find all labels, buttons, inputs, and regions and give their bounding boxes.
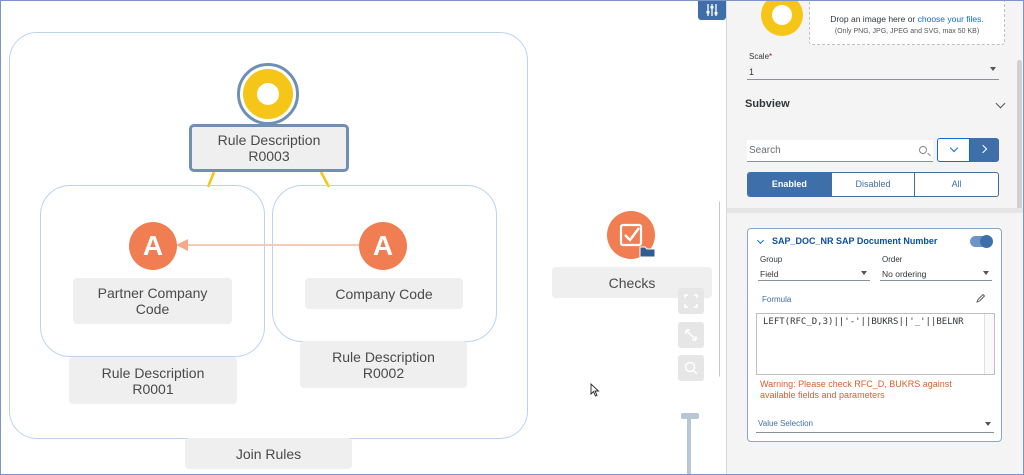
settings-sliders-icon: [706, 4, 718, 16]
zoom-slider-handle[interactable]: [681, 413, 699, 419]
order-select[interactable]: No ordering: [880, 267, 992, 281]
zoom-slider-track[interactable]: [687, 415, 691, 475]
partner-company-code-node[interactable]: A: [129, 222, 177, 270]
formula-label: Formula: [762, 295, 792, 304]
partner-label-line1: Partner Company: [97, 285, 208, 301]
formula-text: LEFT(RFC_D,3)||'-'||BUKRS||'_'||BELNR: [763, 317, 964, 327]
upload-hint: (Only PNG, JPG, JPEG and SVG, max 50 KB): [834, 28, 980, 35]
partner-label-line2: Code: [135, 301, 170, 317]
rule-r0001-id: R0001: [132, 380, 174, 397]
fit-to-screen-icon: [684, 294, 698, 308]
canvas-scrollbar[interactable]: [719, 200, 720, 378]
scale-value: 1: [749, 67, 755, 77]
rule-r0003-id: R0003: [248, 148, 290, 164]
caret-down-icon: [990, 67, 996, 71]
group-value: Field: [760, 269, 779, 279]
rule-r0003-label[interactable]: Rule Description R0003: [189, 124, 349, 172]
upload-prompt-text: Drop an image here or: [830, 14, 918, 24]
upload-prompt: Drop an image here or choose your files.: [810, 14, 1004, 24]
checks-node[interactable]: [607, 211, 656, 259]
scale-label-text: Scale: [749, 52, 770, 61]
search-icon[interactable]: [919, 146, 927, 154]
expand-button[interactable]: [678, 322, 704, 348]
order-label: Order: [882, 255, 903, 264]
scale-select[interactable]: 1: [747, 65, 999, 80]
panel-scrollbar[interactable]: [1017, 60, 1022, 210]
expand-icon: [685, 329, 697, 341]
upload-page-digit: 1: [902, 0, 908, 2]
scale-label: Scale*: [749, 52, 772, 61]
choose-files-link[interactable]: choose your files.: [917, 14, 984, 24]
checkmark-icon: [619, 223, 643, 247]
attribute-letter: A: [142, 230, 164, 261]
rule-r0002-label[interactable]: Rule Description R0002: [300, 341, 467, 388]
value-selection-select[interactable]: Value Selection: [756, 417, 994, 433]
caret-down-icon: [861, 271, 867, 275]
folder-icon: [639, 246, 656, 258]
value-selection-label: Value Selection: [758, 419, 813, 428]
company-code-node[interactable]: A: [359, 222, 407, 270]
caret-down-icon: [983, 271, 989, 275]
image-upload-dropzone[interactable]: 1 Drop an image here or choose your file…: [809, 0, 1005, 45]
section-divider: [727, 208, 1024, 213]
rule-r0001-label[interactable]: Rule Description R0001: [69, 357, 237, 404]
caret-down-icon: [985, 422, 991, 426]
attribute-letter: A: [372, 230, 394, 261]
donut-icon: [243, 69, 293, 119]
rule-r0002-id: R0002: [362, 364, 405, 381]
segment-enabled[interactable]: Enabled: [748, 173, 832, 196]
join-rules-label[interactable]: Join Rules: [185, 438, 352, 469]
mouse-cursor-icon: [590, 383, 600, 397]
fit-to-screen-button[interactable]: [678, 288, 704, 314]
company-label-text: Company Code: [335, 285, 433, 302]
checks-text: Checks: [608, 274, 656, 291]
order-value: No ordering: [882, 269, 927, 279]
zoom-in-button[interactable]: [678, 355, 704, 381]
zoom-in-icon: [684, 361, 698, 375]
rule-r0003-title: Rule Description: [217, 132, 321, 148]
next-button[interactable]: [970, 138, 999, 162]
properties-panel: 1 Drop an image here or choose your file…: [726, 0, 1024, 475]
group-label: Group: [760, 255, 783, 264]
settings-button[interactable]: [698, 0, 726, 20]
segment-disabled[interactable]: Disabled: [832, 173, 916, 196]
expand-chevron-icon[interactable]: [756, 236, 765, 245]
root-node[interactable]: [237, 63, 299, 125]
formula-warning: Warning: Please check RFC_D, BUKRS again…: [760, 379, 992, 401]
rule-canvas[interactable]: Rule Description R0003 A Partner Company…: [0, 0, 720, 475]
warning-line2: available fields and parameters: [760, 390, 885, 400]
pencil-icon[interactable]: [976, 293, 986, 303]
image-preview: [761, 0, 803, 36]
filter-dropdown-button[interactable]: [937, 138, 970, 162]
segment-all[interactable]: All: [951, 179, 962, 189]
rule-r0002-title: Rule Description: [332, 348, 435, 365]
subview-title: Subview: [745, 98, 790, 110]
company-code-label[interactable]: Company Code: [305, 278, 463, 309]
subview-item-title: SAP_DOC_NR SAP Document Number: [772, 236, 938, 246]
rule-r0001-title: Rule Description: [101, 364, 205, 381]
subview-search[interactable]: [747, 140, 933, 162]
warning-line1: Warning: Please check RFC_D, BUKRS again…: [760, 379, 952, 389]
group-select[interactable]: Field: [758, 267, 870, 281]
join-rules-text: Join Rules: [235, 445, 302, 462]
formula-scrollbar[interactable]: [984, 314, 994, 374]
required-mark: *: [769, 52, 773, 61]
collapse-chevron-icon[interactable]: [995, 98, 1006, 109]
subview-item-card[interactable]: SAP_DOC_NR SAP Document Number Group Fie…: [747, 228, 1002, 442]
partner-company-code-label[interactable]: Partner Company Code: [73, 278, 232, 324]
enabled-toggle[interactable]: [970, 235, 993, 248]
connector-lines: [176, 171, 360, 251]
search-input[interactable]: [747, 140, 907, 161]
formula-editor[interactable]: LEFT(RFC_D,3)||'-'||BUKRS||'_'||BELNR: [756, 313, 995, 375]
status-filter-segmented[interactable]: Enabled Disabled All: [747, 172, 999, 197]
rule-r0001-group[interactable]: [40, 185, 265, 357]
